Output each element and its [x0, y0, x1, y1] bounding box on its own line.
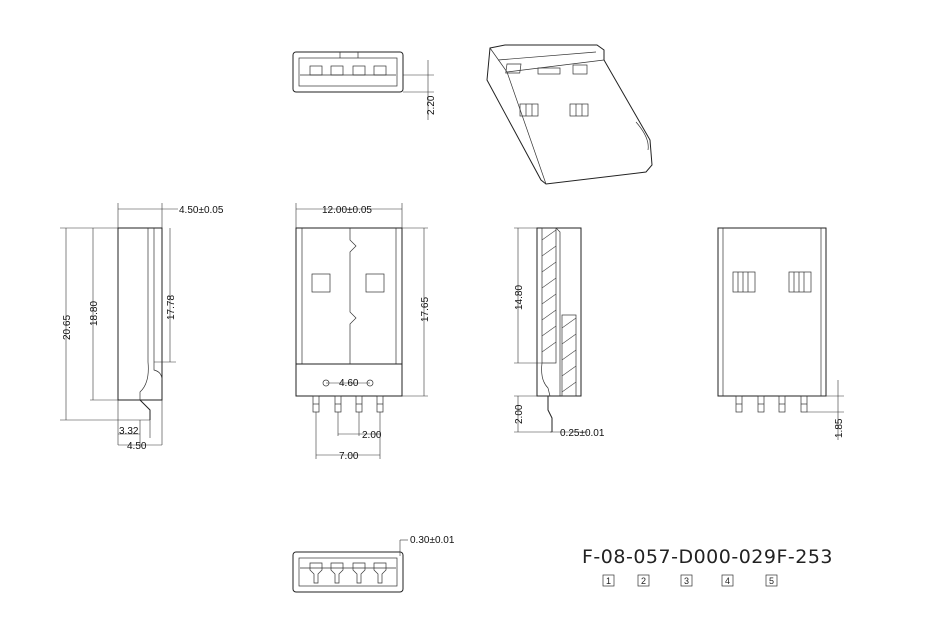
dim-bottom-width: 4.50 — [127, 441, 147, 452]
segment-3: 3 — [684, 576, 689, 586]
segment-2: 2 — [641, 576, 646, 586]
part-number-block: F-08-057-D000-029F-253 1 2 3 4 5 — [582, 546, 833, 587]
dim-front-width: 12.00±0.05 — [322, 205, 372, 216]
dim-bottom-offset: 3.32 — [119, 426, 139, 437]
segment-5: 5 — [769, 576, 774, 586]
segment-1: 1 — [606, 576, 611, 586]
section-view: 14.80 2.00 0.25±0.01 — [514, 227, 605, 439]
dim-section-length: 14.80 — [514, 285, 525, 310]
part-number: F-08-057-D000-029F-253 — [582, 546, 833, 568]
dim-shell-length: 17.78 — [166, 295, 177, 320]
dim-pin-span: 7.00 — [339, 451, 359, 462]
isometric-view — [486, 44, 653, 185]
rear-view-pins — [735, 395, 808, 413]
segment-4: 4 — [725, 576, 730, 586]
front-view: 12.00±0.05 17.65 4.60 2.00 7.00 — [295, 203, 431, 462]
dim-side-thickness: 4.50±0.05 — [179, 205, 224, 216]
bottom-end-view: 0.30±0.01 — [292, 535, 455, 593]
iso-latch-windows — [519, 103, 589, 117]
dim-rear-pin-height: 1.85 — [834, 418, 845, 438]
bottom-view-contacts — [300, 562, 396, 584]
top-view-contacts — [300, 65, 396, 76]
dim-overall-length: 20.65 — [62, 315, 73, 340]
part-number-segment-boxes: 1 2 3 4 5 — [602, 574, 778, 587]
dim-front-length: 17.65 — [420, 297, 431, 322]
dim-pin-thickness: 0.25±0.01 — [560, 428, 605, 439]
top-end-view: 2.20 — [292, 51, 437, 120]
dim-peg-pitch: 4.60 — [339, 378, 359, 389]
dim-pin-drop: 2.00 — [514, 404, 525, 424]
dim-top-height: 2.20 — [426, 95, 437, 115]
rear-latch-windows — [732, 271, 812, 293]
dim-bottom-view-thickness: 0.30±0.01 — [410, 535, 455, 546]
front-view-pins — [312, 395, 384, 413]
left-side-view: 4.50±0.05 20.65 18.80 17.78 3.32 4.50 — [60, 203, 224, 452]
dim-body-length: 18.80 — [89, 301, 100, 326]
section-hatching — [541, 229, 577, 393]
dim-pin-pitch: 2.00 — [362, 430, 382, 441]
rear-view: 1.85 — [717, 227, 845, 440]
